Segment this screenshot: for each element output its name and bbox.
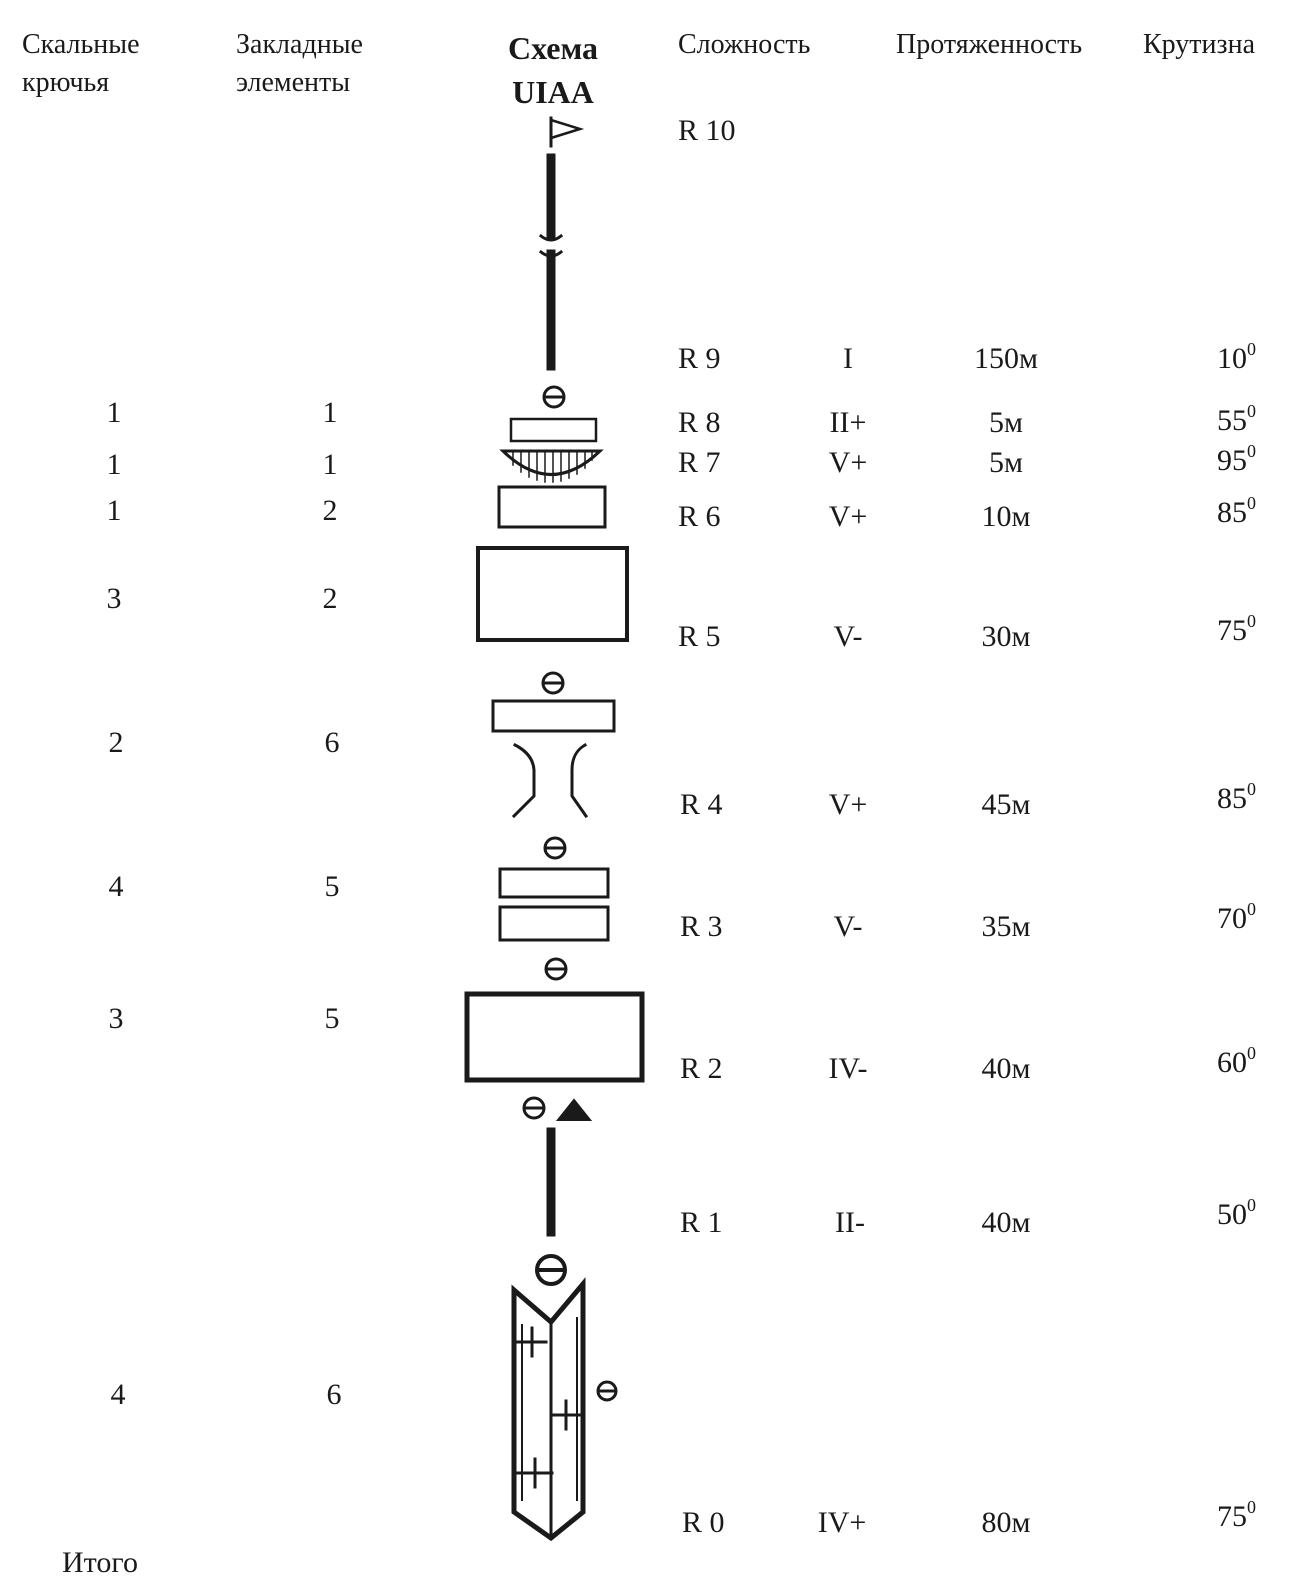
nuts-count: 5 bbox=[324, 870, 340, 903]
section-angle: 750 bbox=[1217, 611, 1256, 647]
pitch-r6-wall bbox=[497, 485, 607, 529]
section-grade: V+ bbox=[828, 446, 868, 479]
nuts-count: 2 bbox=[322, 582, 338, 615]
section-grade: V+ bbox=[828, 500, 868, 533]
section-angle: 850 bbox=[1217, 493, 1256, 529]
nuts-count: 1 bbox=[322, 396, 338, 429]
pitons-count: 3 bbox=[108, 1002, 124, 1035]
header-steepness: Крутизна bbox=[1143, 29, 1255, 60]
pitons-count: 1 bbox=[106, 448, 122, 481]
pitons-count: 3 bbox=[106, 582, 122, 615]
pitch-r0-couloir bbox=[511, 1277, 586, 1542]
bivouac-icon bbox=[555, 1098, 593, 1121]
section-angle: 500 bbox=[1217, 1195, 1256, 1231]
section-grade: V+ bbox=[828, 788, 868, 821]
section-grade: V- bbox=[833, 620, 863, 653]
section-label: R 0 bbox=[682, 1506, 725, 1539]
section-grade: I bbox=[843, 342, 853, 375]
belay-icon bbox=[542, 385, 566, 409]
section-grade: IV- bbox=[828, 1052, 868, 1085]
section-grade: II- bbox=[835, 1206, 865, 1239]
header-nuts: Закладные элементы bbox=[236, 29, 363, 98]
ridge-line-r9 bbox=[538, 153, 564, 371]
section-label: R 2 bbox=[680, 1052, 723, 1085]
section-label: R 4 bbox=[680, 788, 723, 821]
section-label: R 3 bbox=[680, 910, 723, 943]
nuts-count: 6 bbox=[326, 1378, 342, 1411]
pitch-r3-slab-lower bbox=[498, 905, 610, 942]
section-length: 35м bbox=[981, 910, 1031, 943]
section-length: 45м bbox=[981, 788, 1031, 821]
section-grade: II+ bbox=[829, 406, 867, 439]
section-length: 80м bbox=[981, 1506, 1031, 1539]
section-label: R 6 bbox=[678, 500, 721, 533]
pitons-count: 4 bbox=[110, 1378, 126, 1411]
section-angle: 550 bbox=[1217, 401, 1256, 437]
header-difficulty: Сложность bbox=[678, 29, 811, 60]
section-length: 40м bbox=[981, 1052, 1031, 1085]
section-length: 10м bbox=[981, 500, 1031, 533]
nuts-count: 2 bbox=[322, 494, 338, 527]
section-label: R 5 bbox=[678, 620, 721, 653]
belay-icon bbox=[544, 957, 568, 981]
pitch-r4-slab bbox=[491, 699, 616, 733]
pitch-r4-chimney bbox=[511, 742, 589, 819]
belay-icon bbox=[535, 1254, 567, 1286]
section-angle: 600 bbox=[1217, 1043, 1256, 1079]
header-schema: Схема UIAA bbox=[507, 30, 599, 110]
section-length: 5м bbox=[989, 406, 1023, 439]
section-label: R 9 bbox=[678, 342, 721, 375]
header-length: Протяженность bbox=[896, 29, 1083, 60]
section-label: R 8 bbox=[678, 406, 721, 439]
section-angle: 700 bbox=[1217, 899, 1256, 935]
section-label: R 7 bbox=[678, 446, 721, 479]
section-angle: 950 bbox=[1217, 441, 1256, 477]
belay-icon bbox=[543, 836, 567, 860]
section-length: 5м bbox=[989, 446, 1023, 479]
nuts-count: 1 bbox=[322, 448, 338, 481]
pitons-count: 1 bbox=[106, 494, 122, 527]
section-label-top: R 10 bbox=[678, 114, 736, 147]
pitch-r3-slab-upper bbox=[498, 867, 610, 899]
section-grade: IV+ bbox=[817, 1506, 867, 1539]
summit-flag-icon bbox=[549, 116, 585, 148]
pitch-r2-wall bbox=[464, 991, 645, 1083]
section-grade: V- bbox=[833, 910, 863, 943]
section-length: 40м bbox=[981, 1206, 1031, 1239]
section-angle: 100 bbox=[1217, 339, 1256, 375]
pitch-r5-wall bbox=[476, 546, 629, 642]
belay-icon bbox=[541, 671, 565, 695]
nuts-count: 6 bbox=[324, 726, 340, 759]
pitons-count: 4 bbox=[108, 870, 124, 903]
pitch-r7-overhang bbox=[499, 449, 604, 483]
section-length: 150м bbox=[974, 342, 1038, 375]
header-pitons: Скальные крючья bbox=[22, 29, 140, 98]
section-label: R 1 bbox=[680, 1206, 723, 1239]
pitch-r8-slab bbox=[509, 417, 598, 443]
section-angle: 850 bbox=[1217, 779, 1256, 815]
pitons-count: 2 bbox=[108, 726, 124, 759]
section-angle: 750 bbox=[1217, 1497, 1256, 1533]
belay-icon bbox=[596, 1380, 618, 1402]
nuts-count: 5 bbox=[324, 1002, 340, 1035]
section-length: 30м bbox=[981, 620, 1031, 653]
pitons-count: 1 bbox=[106, 396, 122, 429]
belay-icon bbox=[522, 1096, 546, 1120]
